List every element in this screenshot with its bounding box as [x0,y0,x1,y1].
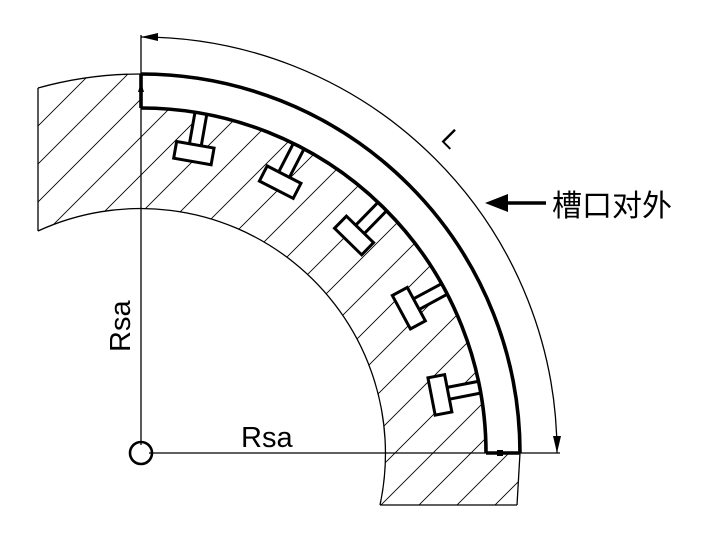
sector-outline [37,73,521,506]
band-arrow-icon [138,82,144,92]
arc-arrow-start-icon [141,33,158,41]
annotation-label: 槽口对外 [552,189,672,224]
radius-label-vertical: Rsa [105,300,137,352]
center-point [128,440,154,466]
dimension-lines [128,35,560,466]
arc-length-label: L [436,123,467,154]
arc-length-dimension [140,36,558,454]
left-arrow-icon [485,194,508,212]
slot [257,141,306,201]
slot [332,200,389,257]
annotation-arrow [485,194,546,212]
slot [426,372,483,417]
winding-band [141,74,520,453]
slot [171,110,216,167]
band-end-marker [497,450,503,456]
slot [390,281,449,331]
arc-arrow-end-icon [553,436,561,453]
radius-label-horizontal: Rsa [241,422,293,454]
slots [171,110,483,417]
